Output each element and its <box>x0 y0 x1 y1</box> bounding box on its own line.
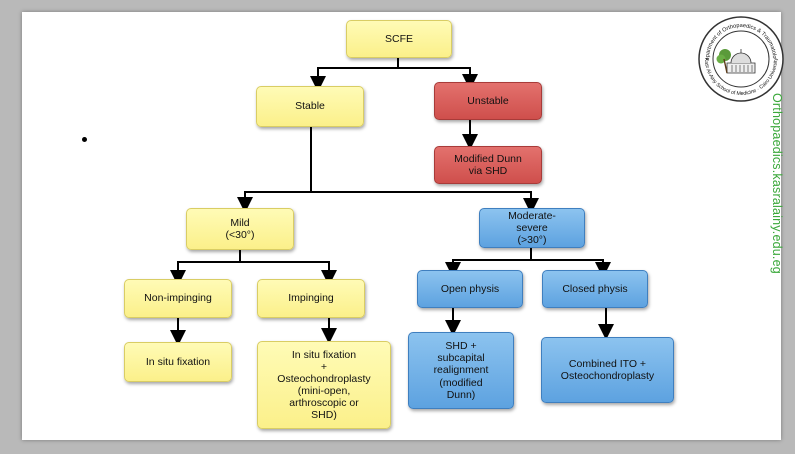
box-in-situ-fixation: In situ fixation <box>124 342 232 382</box>
bullet-dot <box>82 137 87 142</box>
box-combined-ito: Combined ITO + Osteochondroplasty <box>541 337 674 403</box>
box-closed-physis: Closed physis <box>542 270 648 308</box>
box-moderate-severe: Moderate- severe (>30°) <box>479 208 585 248</box>
box-modified-dunn: Modified Dunn via SHD <box>434 146 542 184</box>
box-unstable: Unstable <box>434 82 542 120</box>
department-logo: Department of Orthopaedics & Traumatolog… <box>697 15 784 102</box>
box-impinging: Impinging <box>257 279 365 318</box>
box-non-impinging: Non-impinging <box>124 279 232 318</box>
box-scfe: SCFE <box>346 20 452 58</box>
box-open-physis: Open physis <box>417 270 523 308</box>
box-shd-subcapital-realignment: SHD + subcapital realignment (modified D… <box>408 332 514 409</box>
box-stable: Stable <box>256 86 364 127</box>
website-url: Orthopaedics.kasralainy.edu.eg <box>770 93 784 274</box>
box-in-situ-osteochondroplasty: In situ fixation + Osteochondroplasty (m… <box>257 341 391 429</box>
box-mild: Mild (<30°) <box>186 208 294 250</box>
